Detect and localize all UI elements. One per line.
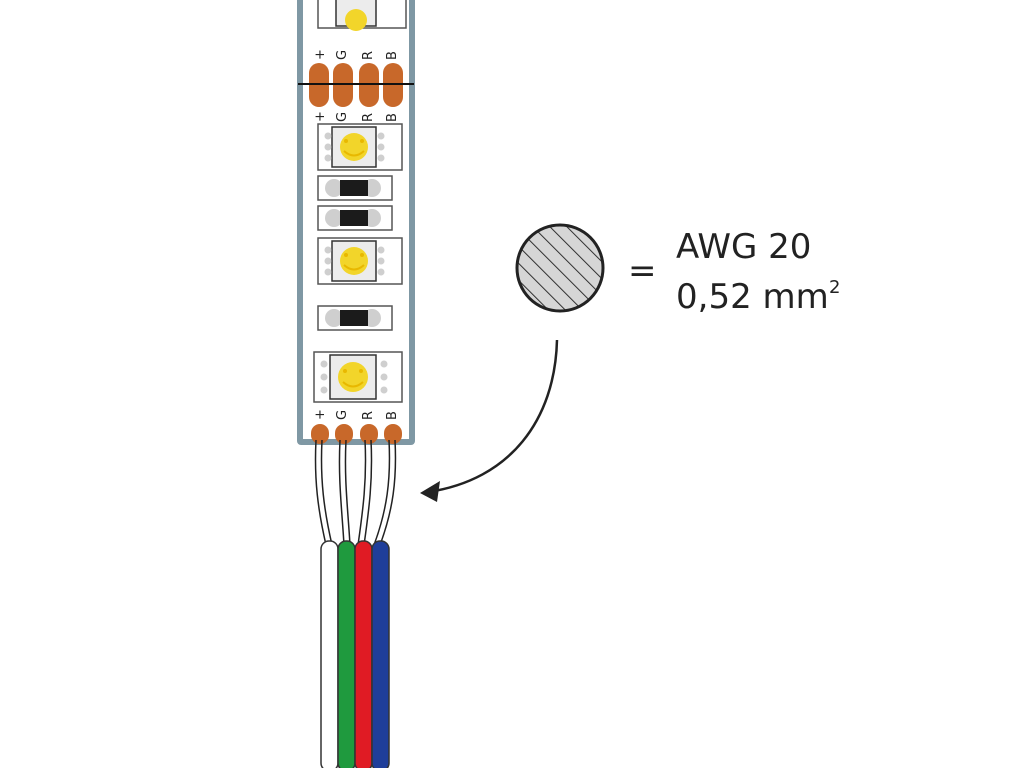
top-terminal-labels: + G R B xyxy=(313,49,400,60)
terminal-label-b: B xyxy=(385,113,400,122)
wire-white xyxy=(320,540,339,768)
led-chip xyxy=(317,123,403,171)
led-chip xyxy=(317,0,407,31)
wire-blue xyxy=(371,540,390,768)
terminal-label-g: G xyxy=(335,410,350,420)
solder-pad xyxy=(311,424,329,444)
cross-section-circle xyxy=(515,223,605,313)
led-strip: + G R B + G R B xyxy=(297,0,415,445)
led-chip xyxy=(313,351,403,403)
area-label: 0,52 mm xyxy=(676,277,829,317)
terminal-label-b: B xyxy=(385,411,400,420)
middle-terminal-labels: + G R B xyxy=(313,111,400,122)
resistor xyxy=(317,205,393,231)
area-exponent: 2 xyxy=(829,277,840,298)
terminal-label-b: B xyxy=(385,51,400,60)
terminal-label-plus: + xyxy=(313,111,328,122)
arrow-head-icon xyxy=(420,481,440,502)
terminal-label-r: R xyxy=(361,113,376,122)
wire-green xyxy=(337,540,356,768)
terminal-label-plus: + xyxy=(313,409,328,420)
gauge-label: AWG 20 xyxy=(676,227,811,267)
resistor xyxy=(317,175,393,201)
wire-red xyxy=(354,540,373,768)
solder-pad xyxy=(335,424,353,444)
wire-spec: = AWG 20 0,52 mm 2 xyxy=(628,227,840,317)
terminal-label-g: G xyxy=(335,112,350,122)
solder-pad xyxy=(360,424,378,444)
wire-conductors xyxy=(314,439,397,546)
cut-pads xyxy=(298,63,414,107)
arrow-curve xyxy=(427,339,559,494)
end-pads xyxy=(311,424,402,444)
terminal-label-plus: + xyxy=(313,49,328,60)
resistor xyxy=(317,305,393,331)
solder-pad xyxy=(384,424,402,444)
wire-cross-section xyxy=(515,223,605,313)
led-chip xyxy=(317,237,403,285)
bottom-terminal-labels: + G R B xyxy=(313,409,400,420)
terminal-label-r: R xyxy=(361,411,376,420)
pointer-arrow xyxy=(420,339,559,502)
terminal-label-g: G xyxy=(335,50,350,60)
equals-sign: = xyxy=(628,251,657,291)
wire-bundle xyxy=(320,540,390,768)
terminal-label-r: R xyxy=(361,51,376,60)
